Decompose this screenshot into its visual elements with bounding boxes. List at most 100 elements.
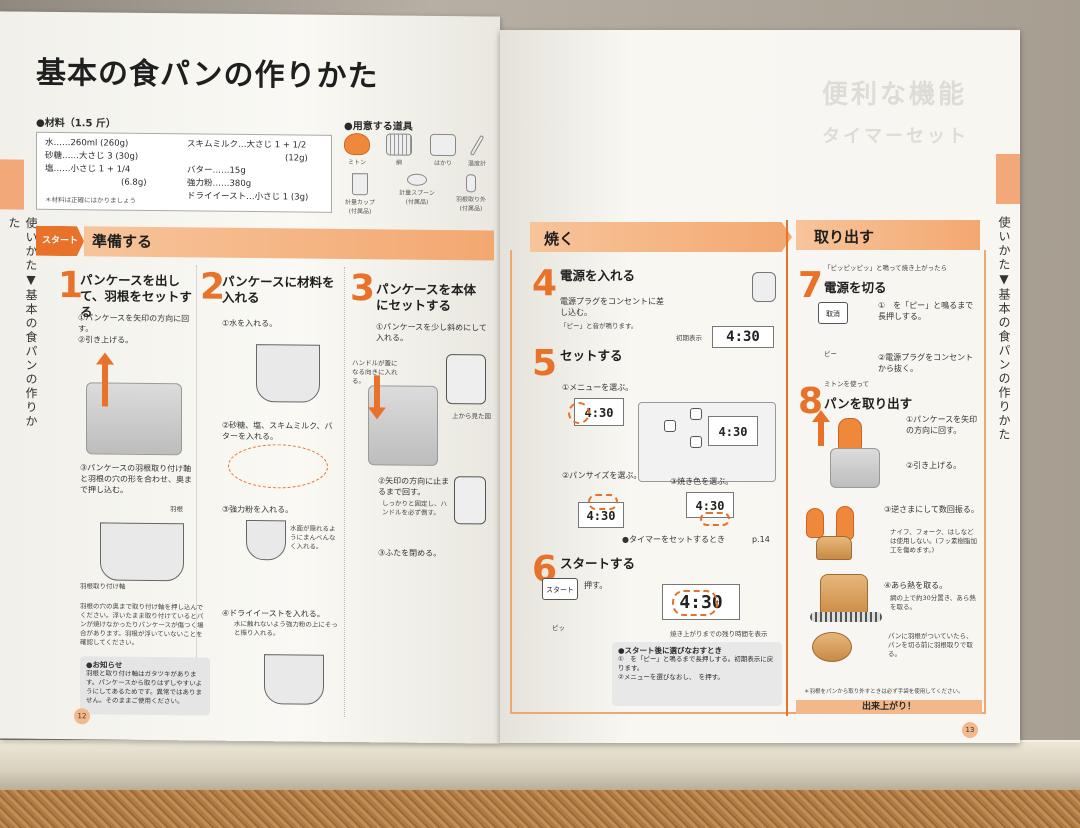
lcd-display: 4:30	[686, 492, 734, 518]
tip-title: ●スタート後に選びなおすとき	[618, 646, 723, 655]
knife-note: ナイフ、フォーク、はしなどは使用しない。(フッ素樹脂加工を傷めます。)	[890, 528, 978, 554]
section-title-prepare: 準備する	[92, 232, 153, 251]
step-text: ②砂糖、塩、スキムミルク、バターを入れる。	[222, 420, 333, 442]
timer-note: ●タイマーをセットするとき	[622, 535, 725, 544]
step-text: ① を「ピー」と鳴るまで長押しする。	[878, 301, 974, 321]
show-through-heading: 便利な機能	[822, 80, 968, 110]
step-text: ②引き上げる。	[78, 335, 134, 345]
section-band-remove	[796, 220, 980, 250]
highlight-ring	[588, 494, 618, 510]
bottom-note: ＊羽根をパンから取り外すときは必ず手袋を使用してください。	[804, 689, 964, 695]
thermometer-icon: 温度計	[464, 134, 490, 167]
blade-remover-icon: 羽根取り外(付属品)	[452, 174, 490, 212]
pan-case-illustration	[100, 522, 184, 582]
scale-icon: はかり	[426, 133, 460, 167]
step-text: 電源プラグをコンセントに差し込む。	[560, 297, 664, 317]
step-text: ②引き上げる。	[906, 461, 962, 470]
outlet-icon	[752, 272, 776, 302]
yeast-note: 水に触れないよう強力粉の上にそっと振り入れる。	[234, 619, 338, 638]
page-number: 12	[74, 708, 90, 725]
axis-label: 羽根取り付け軸	[80, 582, 126, 591]
measuring-cup-icon: 計量カップ(付属品)	[340, 173, 380, 215]
material-item: ドライイースト…小さじ 1 (3g)	[187, 191, 309, 203]
section-title-remove: 取り出す	[814, 228, 875, 246]
flour-illustration	[246, 519, 286, 561]
page-title: 基本の食パンの作りかた	[36, 55, 379, 95]
lock-note: しっかりと固定し、ハンドルを必ず倒す。	[382, 499, 447, 517]
show-through-subheading: タイマーセット	[822, 126, 969, 147]
initial-display-label: 初期表示	[676, 334, 702, 342]
left-page: 基本の食パンの作りかた ●材料（1.5 斤） 水……260ml (260g) 砂…	[0, 11, 500, 744]
up-arrow-icon	[102, 362, 108, 407]
step-title: 電源を切る	[824, 280, 887, 295]
tools-area: ミトン 網 はかり 温度計 計量カップ(付属品) 計量スプーン(付属品) 羽根取…	[340, 132, 490, 225]
materials-col-2: スキムミルク…大さじ 1 + 1/2 (12g) バター……15g 強力粉……3…	[187, 138, 329, 204]
tip-item: ②メニューを選びなおし、 を押す。	[618, 673, 724, 681]
step-text: ③逆さまにして数回振る。	[884, 505, 979, 514]
section-band-bake	[530, 222, 792, 252]
bread-illustration	[816, 536, 852, 560]
timer-ref: p.14	[752, 535, 770, 544]
step-pre: 「ピッピッピッ」と鳴って焼き上がったら	[824, 264, 948, 272]
materials-label: ●材料（1.5 斤）	[36, 117, 116, 130]
step-note: 羽根の穴の奥まで取り付け軸を押し込んでください。浮いたまま取り付けているとパンが…	[80, 602, 204, 647]
step-title: パンケースを本体にセットする	[376, 281, 477, 314]
highlight-ring	[672, 590, 718, 616]
start-sound: ピッ	[552, 624, 565, 632]
cancel-button[interactable]: 取消	[818, 302, 848, 324]
lcd-display: 4:30	[712, 326, 774, 348]
cool-note: 網の上で約30分置き、あら熱を取る。	[890, 594, 976, 611]
size-button[interactable]	[690, 408, 702, 420]
step-text: ①パンケースを少し斜めにして入れる。	[376, 322, 487, 343]
material-item: (6.8g)	[121, 177, 147, 188]
mitten-icon	[836, 506, 854, 540]
step-number: 7	[798, 265, 824, 306]
measuring-spoon-icon: 計量スプーン(付属品)	[394, 173, 440, 206]
materials-note: ＊材料は正確にはかりましょう	[45, 195, 136, 205]
loaf-illustration	[820, 574, 868, 618]
material-item: 塩……小さじ 1 + 1/4	[45, 163, 131, 175]
shelf	[0, 740, 1080, 790]
step-text: ①水を入れる。	[222, 318, 278, 329]
notice-box: ●お知らせ 羽根と取り付け軸はガタツキがあります。パンケースから取りはずしやすい…	[80, 656, 210, 716]
step-pre: ミトンを使って	[824, 380, 870, 388]
start-button[interactable]: スタート	[542, 578, 578, 600]
lcd-display: 4:30	[708, 416, 758, 446]
step-title: セットする	[560, 348, 623, 363]
remove-pan-illustration	[830, 448, 880, 488]
step-number: 3	[350, 268, 376, 310]
step-text: ③パンケースの羽根取り付け軸と羽根の穴の形を合わせ、奥まで押し込む。	[80, 463, 192, 495]
materials-box: 水……260ml (260g) 砂糖……大さじ 3 (30g) 塩……小さじ 1…	[36, 131, 332, 213]
cooling-rack-illustration	[810, 612, 882, 622]
mitten-icon: ミトン	[340, 132, 374, 166]
tip-box: ●スタート後に選びなおすとき ① を「ピー」と鳴るまで長押しする。初期表示に戻り…	[612, 642, 782, 706]
step-text: ④あら熱を取る。	[884, 581, 948, 590]
step-number: 5	[532, 343, 558, 384]
side-text-left: 使いかた▼基本の食パンの作りかた	[7, 216, 38, 429]
cork-board	[0, 790, 1080, 828]
start-tag: スタート	[36, 226, 84, 257]
blade-label: 羽根	[170, 505, 183, 514]
color-button[interactable]	[690, 436, 702, 448]
right-page: 便利な機能 タイマーセット 使いかた▼基本の食パンの作りかた	[500, 30, 1020, 743]
step-text: ③強力粉を入れる。	[222, 504, 294, 515]
step-text: ②パンサイズを選ぶ。	[562, 471, 642, 480]
ingredients-illustration	[228, 443, 328, 489]
highlight-ring	[700, 512, 730, 526]
top-view-label: 上から見た図	[452, 412, 491, 421]
step-text: ①メニューを選ぶ。	[562, 383, 634, 392]
step-title: 電源を入れる	[560, 268, 636, 283]
column-divider	[344, 266, 345, 717]
step-text: ①パンケースを矢印の方向に回す。	[906, 415, 978, 435]
cancel-sound: ピー	[824, 350, 837, 358]
bread-blade-illustration	[812, 632, 852, 662]
step-text: ④ドライイーストを入れる。	[222, 608, 325, 619]
menu-button[interactable]	[664, 420, 676, 432]
mitten-icon	[806, 508, 824, 538]
step-text: ②電源プラグをコンセントから抜く。	[878, 353, 974, 373]
step-number: 4	[532, 263, 558, 304]
section-title-bake: 焼く	[544, 230, 575, 248]
blade-note: パンに羽根がついていたら、パンを切る前に羽根取りで取る。	[888, 632, 973, 658]
column-divider	[786, 220, 788, 716]
remain-note: 焼き上がりまでの残り時間を表示	[670, 630, 768, 638]
